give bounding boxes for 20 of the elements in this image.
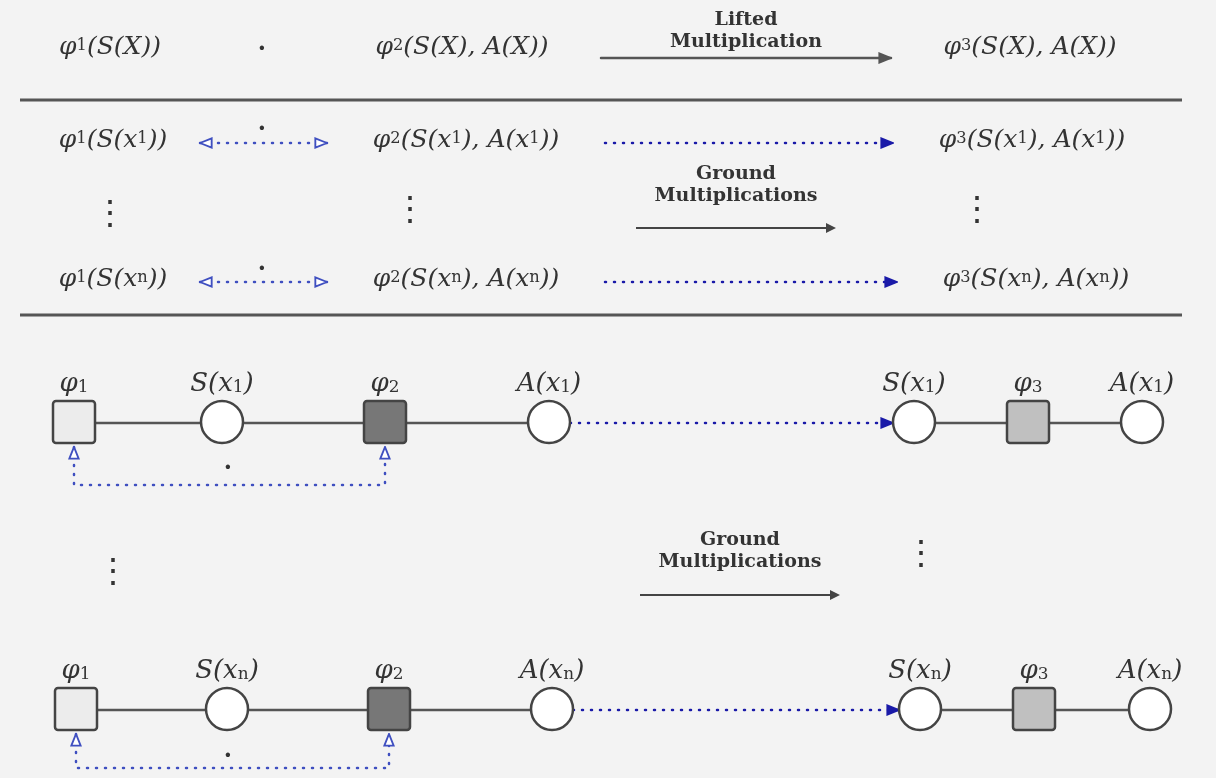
dotted-arrow bbox=[603, 137, 895, 149]
dotted-arrow bbox=[70, 732, 395, 770]
annotation-text: Ground Multiplications bbox=[657, 528, 823, 572]
ellipsis-dots: ⋮ bbox=[960, 188, 984, 228]
ellipsis-dots: ⋮ bbox=[96, 550, 120, 590]
ellipsis-dots: ⋮ bbox=[393, 188, 417, 228]
ellipsis-dots: ⋮ bbox=[93, 192, 117, 232]
dotted-arrow bbox=[68, 445, 391, 487]
ellipsis-dots: ⋮ bbox=[904, 532, 928, 572]
multiplication-dot: · bbox=[255, 118, 269, 138]
dotted-arrow bbox=[198, 137, 329, 149]
multiplication-dot: · bbox=[221, 457, 235, 477]
multiplication-dot: · bbox=[255, 258, 269, 278]
edge-label: Lifted Multiplication bbox=[668, 8, 824, 52]
arrow bbox=[599, 52, 893, 64]
multiplication-dot: · bbox=[255, 38, 269, 58]
multiplication-dot: · bbox=[221, 745, 235, 765]
dotted-arrow bbox=[198, 276, 329, 288]
dotted-arrow bbox=[603, 276, 899, 288]
annotation-text: Ground Multiplications bbox=[653, 162, 819, 206]
